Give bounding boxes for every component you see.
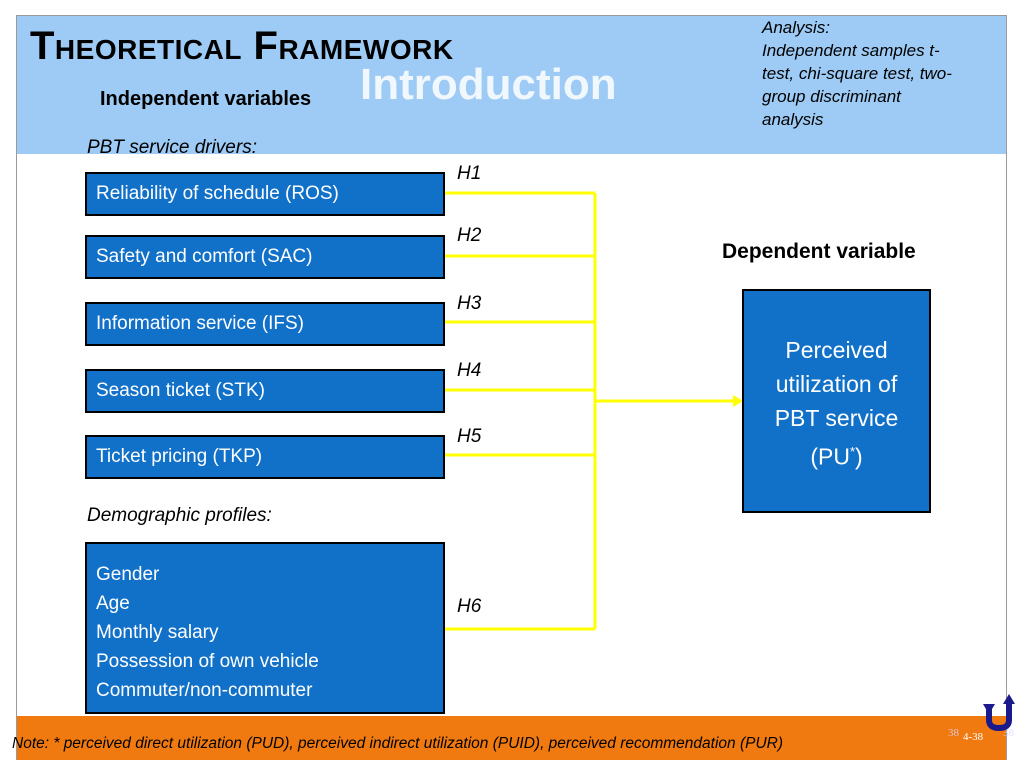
driver-box-stk: Season ticket (STK) bbox=[85, 369, 445, 413]
analysis-note: Analysis: Independent samples t- test, c… bbox=[762, 16, 1002, 131]
driver-label: Reliability of schedule (ROS) bbox=[96, 183, 339, 204]
demographic-item: Commuter/non-commuter bbox=[96, 680, 313, 701]
hypothesis-label-h4: H4 bbox=[457, 360, 482, 381]
driver-box-ros: Reliability of schedule (ROS) bbox=[85, 172, 445, 216]
demographic-item: Possession of own vehicle bbox=[96, 651, 319, 672]
demographic-profiles-label: Demographic profiles: bbox=[87, 505, 272, 526]
hypothesis-label-h3: H3 bbox=[457, 293, 482, 314]
hypothesis-label-h6: H6 bbox=[457, 596, 482, 617]
dependent-variable-heading: Dependent variable bbox=[722, 240, 916, 263]
hypothesis-label-h2: H2 bbox=[457, 225, 482, 246]
dependent-line: Perceived bbox=[785, 337, 888, 363]
demographic-item: Age bbox=[96, 593, 130, 614]
independent-variables-heading: Independent variables bbox=[100, 88, 312, 110]
driver-box-sac: Safety and comfort (SAC) bbox=[85, 235, 445, 279]
slide-title: Theoretical Framework bbox=[30, 24, 454, 68]
dependent-line: utilization of bbox=[775, 371, 898, 397]
hypothesis-label-h1: H1 bbox=[457, 163, 482, 184]
analysis-line: Independent samples t- bbox=[762, 41, 940, 60]
ghost-title: Introduction bbox=[360, 60, 617, 109]
demographic-item: Monthly salary bbox=[96, 622, 219, 643]
dependent-line: PBT service bbox=[774, 405, 899, 431]
demographic-item: Gender bbox=[96, 564, 160, 585]
driver-label: Safety and comfort (SAC) bbox=[96, 246, 313, 267]
abbrev-close: ) bbox=[855, 443, 863, 470]
pbt-drivers-label: PBT service drivers: bbox=[87, 137, 257, 158]
header-band bbox=[17, 16, 1006, 154]
dependent-variable-box: Perceived utilization of PBT service (PU… bbox=[742, 289, 931, 513]
abbrev-text: (PU bbox=[810, 443, 850, 470]
u-turn-arrow-icon[interactable] bbox=[983, 694, 1019, 732]
footnote: Note: * perceived direct utilization (PU… bbox=[12, 735, 783, 752]
demographics-box: Gender Age Monthly salary Possession of … bbox=[85, 542, 445, 714]
page-number: 4-38 bbox=[963, 731, 984, 743]
driver-label: Ticket pricing (TKP) bbox=[96, 446, 263, 467]
driver-box-tkp: Ticket pricing (TKP) bbox=[85, 435, 445, 479]
analysis-line: Analysis: bbox=[762, 18, 831, 37]
page-number-ghost-right: 38 bbox=[1003, 727, 1014, 739]
driver-label: Information service (IFS) bbox=[96, 313, 304, 334]
abbrev-asterisk: * bbox=[849, 444, 855, 459]
analysis-line: group discriminant bbox=[762, 87, 901, 106]
page-number-ghost: 38 bbox=[948, 727, 959, 739]
driver-label: Season ticket (STK) bbox=[96, 380, 265, 401]
hypothesis-label-h5: H5 bbox=[457, 426, 482, 447]
footer-band bbox=[17, 716, 1006, 760]
analysis-line: test, chi-square test, two- bbox=[762, 64, 952, 83]
analysis-line: analysis bbox=[762, 110, 824, 129]
dependent-abbrev: (PU*) bbox=[744, 435, 929, 474]
driver-box-ifs: Information service (IFS) bbox=[85, 302, 445, 346]
